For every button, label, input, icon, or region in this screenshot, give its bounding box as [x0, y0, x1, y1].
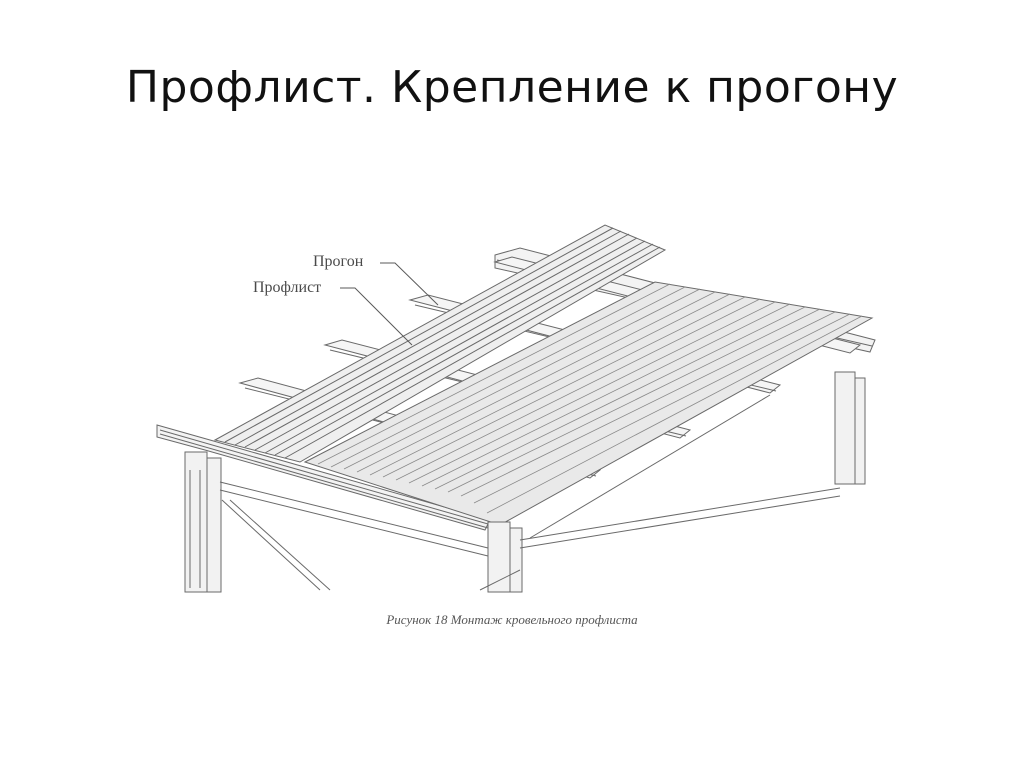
profile-sheet-strip	[213, 224, 667, 463]
middle-column	[487, 521, 523, 593]
profile-sheet-main	[303, 281, 874, 526]
front-eave-beam	[156, 424, 491, 531]
label-purlin: Прогон	[313, 253, 364, 270]
left-column	[184, 451, 222, 593]
label-profile-sheet: Профлист	[253, 279, 322, 296]
figure-caption: Рисунок 18 Монтаж кровельного профлиста	[386, 612, 638, 627]
roof-assembly-drawing	[156, 224, 876, 593]
slide-title: Профлист. Крепление к прогону	[125, 62, 899, 113]
callout-leaders	[340, 262, 439, 346]
bracing	[219, 394, 841, 591]
right-column	[834, 371, 866, 485]
